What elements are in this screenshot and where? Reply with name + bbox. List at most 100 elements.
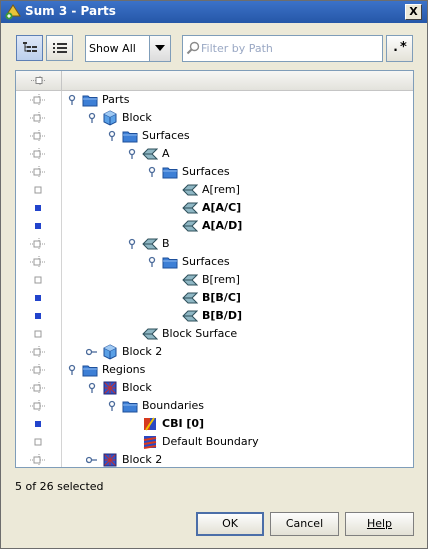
- tree-row[interactable]: Default Boundary: [16, 433, 413, 451]
- selection-state-icon: [30, 130, 45, 141]
- selection-state-icon: [30, 364, 45, 375]
- selection-state-icon: [34, 330, 42, 338]
- selection-checkbox[interactable]: [16, 361, 61, 379]
- selection-checkbox[interactable]: [16, 397, 61, 415]
- collapsed-toggle-icon[interactable]: [86, 454, 98, 466]
- boundary-icon: [143, 436, 157, 449]
- show-filter-dropdown-button[interactable]: [149, 36, 170, 61]
- selection-state-icon: [30, 94, 45, 105]
- selection-state-icon: [30, 454, 45, 465]
- expanded-toggle-icon[interactable]: [106, 400, 118, 412]
- selection-checkbox[interactable]: [16, 181, 61, 199]
- expanded-toggle-icon[interactable]: [66, 94, 78, 106]
- expanded-toggle-icon[interactable]: [86, 382, 98, 394]
- tree-row[interactable]: Block Surface: [16, 325, 413, 343]
- tree-row[interactable]: A: [16, 145, 413, 163]
- expanded-toggle-icon[interactable]: [126, 238, 138, 250]
- selection-checkbox[interactable]: [16, 379, 61, 397]
- tree-row[interactable]: B[B/D]: [16, 307, 413, 325]
- selection-state-icon: [35, 421, 41, 427]
- expanded-toggle-icon[interactable]: [106, 130, 118, 142]
- region-icon: [103, 453, 117, 467]
- title-bar[interactable]: Sum 3 - Parts X: [1, 1, 427, 23]
- sum-app-icon: [5, 4, 21, 20]
- selection-checkbox[interactable]: [16, 343, 61, 361]
- boundary-interface-icon: [144, 417, 156, 431]
- selection-checkbox[interactable]: [16, 199, 61, 217]
- ok-button[interactable]: OK: [196, 512, 264, 536]
- tree-row[interactable]: B[rem]: [16, 271, 413, 289]
- surface-icon: [142, 328, 158, 340]
- expanded-toggle-icon[interactable]: [146, 166, 158, 178]
- tree-row[interactable]: CBI [0]: [16, 415, 413, 433]
- tree-node-label: Block: [122, 111, 152, 124]
- tree-row[interactable]: A[A/D]: [16, 217, 413, 235]
- tree-node-label: A[A/C]: [202, 201, 242, 214]
- expanded-toggle-icon[interactable]: [66, 364, 78, 376]
- tree-row[interactable]: Block: [16, 379, 413, 397]
- expanded-toggle-icon[interactable]: [146, 256, 158, 268]
- tree-row[interactable]: Block: [16, 109, 413, 127]
- selection-state-icon: [30, 166, 45, 177]
- filter-by-path-input[interactable]: [201, 40, 379, 57]
- tree-row[interactable]: B: [16, 235, 413, 253]
- tree-node-label: Parts: [102, 93, 130, 106]
- selection-checkbox[interactable]: [16, 451, 61, 467]
- tree-row[interactable]: Block 2: [16, 343, 413, 361]
- selection-checkbox[interactable]: [16, 253, 61, 271]
- tree-row[interactable]: B[B/C]: [16, 289, 413, 307]
- tree-row[interactable]: A[rem]: [16, 181, 413, 199]
- surface-icon: [182, 202, 198, 214]
- selection-checkbox[interactable]: [16, 217, 61, 235]
- surface-icon: [182, 292, 198, 304]
- show-filter-select[interactable]: Show All: [85, 35, 171, 62]
- tree-row[interactable]: Regions: [16, 361, 413, 379]
- tree-node-label: B[B/C]: [202, 291, 241, 304]
- selection-checkbox[interactable]: [16, 163, 61, 181]
- tree-node-label: Block 2: [122, 453, 163, 466]
- tree-node-label: B[B/D]: [202, 309, 242, 322]
- folder-icon: [82, 95, 98, 107]
- selection-checkbox[interactable]: [16, 415, 61, 433]
- filter-by-path-field[interactable]: [182, 35, 383, 62]
- selection-checkbox[interactable]: [16, 145, 61, 163]
- expanded-toggle-icon[interactable]: [86, 112, 98, 124]
- selection-checkbox[interactable]: [16, 235, 61, 253]
- expanded-toggle-icon[interactable]: [126, 148, 138, 160]
- selection-checkbox[interactable]: [16, 325, 61, 343]
- collapsed-toggle-icon[interactable]: [86, 346, 98, 358]
- selection-checkbox[interactable]: [16, 91, 61, 109]
- selection-checkbox[interactable]: [16, 307, 61, 325]
- selection-checkbox[interactable]: [16, 127, 61, 145]
- tree-node-label: Block Surface: [162, 327, 238, 340]
- selection-checkbox[interactable]: [16, 271, 61, 289]
- tree-node-label: CBI [0]: [162, 417, 205, 430]
- chevron-down-icon: [155, 45, 165, 51]
- tree-row[interactable]: Block 2: [16, 451, 413, 467]
- window-title: Sum 3 - Parts: [25, 4, 116, 18]
- show-filter-value: Show All: [89, 42, 136, 55]
- tree-view-toggle-button[interactable]: [16, 35, 43, 61]
- tree-row[interactable]: Parts: [16, 91, 413, 109]
- tree-row[interactable]: Surfaces: [16, 127, 413, 145]
- help-button[interactable]: Help: [345, 512, 414, 536]
- surface-icon: [142, 238, 158, 250]
- tree-row[interactable]: Boundaries: [16, 397, 413, 415]
- tree-row[interactable]: A[A/C]: [16, 199, 413, 217]
- selection-column-header[interactable]: [16, 71, 62, 90]
- close-button[interactable]: X: [405, 4, 422, 20]
- list-view-toggle-button[interactable]: [46, 35, 73, 61]
- tree-row[interactable]: Surfaces: [16, 163, 413, 181]
- help-button-label: Help: [366, 517, 393, 530]
- folder-icon: [122, 131, 138, 143]
- selection-checkbox[interactable]: [16, 433, 61, 451]
- selection-state-icon: [30, 112, 45, 123]
- tree-node-label: A[rem]: [202, 183, 240, 196]
- surface-icon: [182, 220, 198, 232]
- folder-icon: [122, 401, 138, 413]
- regex-filter-button[interactable]: .*: [386, 35, 413, 62]
- selection-checkbox[interactable]: [16, 109, 61, 127]
- selection-checkbox[interactable]: [16, 289, 61, 307]
- cancel-button[interactable]: Cancel: [270, 512, 339, 536]
- tree-row[interactable]: Surfaces: [16, 253, 413, 271]
